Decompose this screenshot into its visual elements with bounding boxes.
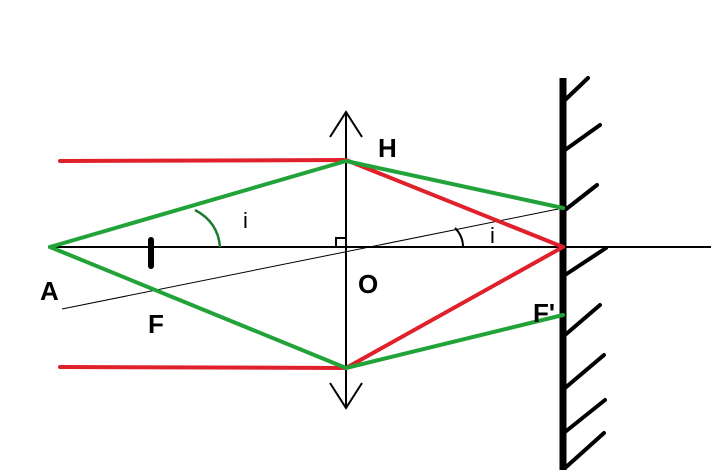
angle-arc-left bbox=[194, 208, 222, 248]
secondary-axis-line bbox=[61, 207, 564, 310]
plane-mirror bbox=[559, 76, 608, 470]
green-rays bbox=[48, 159, 565, 370]
right-angle-marker bbox=[335, 237, 346, 247]
green-ray-upper bbox=[48, 159, 565, 249]
label-f: F bbox=[148, 309, 164, 339]
angle-label-left: i bbox=[243, 208, 248, 233]
angle-label-right: i bbox=[490, 223, 495, 248]
label-f-prime: F' bbox=[533, 298, 555, 328]
label-o: O bbox=[358, 269, 378, 299]
red-ray-lower bbox=[58, 245, 565, 370]
angle-arc-right bbox=[454, 227, 464, 248]
label-h: H bbox=[378, 133, 397, 163]
label-a: A bbox=[40, 276, 59, 306]
green-ray-lower bbox=[48, 245, 565, 370]
